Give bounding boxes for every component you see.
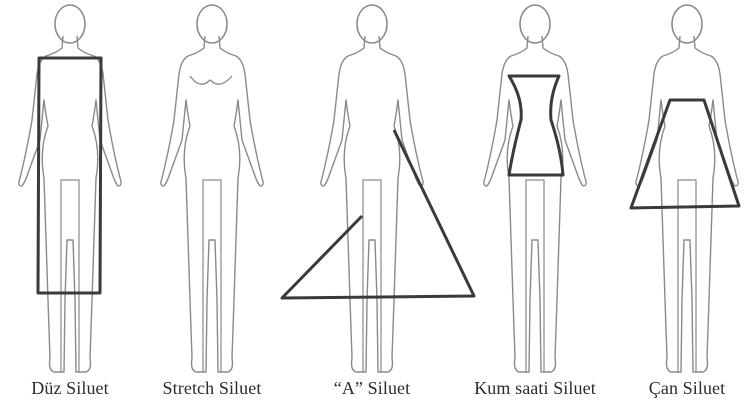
label-can-siluet: Çan Siluet — [649, 378, 726, 399]
mannequin-4 — [636, 5, 738, 372]
mannequin-body-right-2 — [372, 36, 423, 372]
mannequin-head-0 — [55, 5, 85, 43]
label-stretch-siluet: Stretch Siluet — [163, 378, 262, 399]
stretch-bust-line — [190, 76, 232, 84]
mannequin-body-left-3 — [484, 36, 535, 372]
mannequin-head-4 — [672, 5, 702, 43]
mannequin-body-left-1 — [161, 36, 212, 372]
mannequin-head-2 — [357, 5, 387, 43]
mannequin-2 — [321, 5, 423, 372]
silhouette-rectangle — [38, 58, 101, 293]
mannequin-1 — [161, 5, 263, 372]
mannequin-body-left-0 — [19, 36, 70, 372]
mannequin-0 — [19, 5, 121, 372]
label-kum-saati-siluet: Kum saati Siluet — [474, 378, 596, 399]
mannequin-body-left-2 — [321, 36, 372, 372]
label-a-siluet: “A” Siluet — [334, 378, 410, 399]
silhouette-hourglass — [509, 76, 563, 175]
label-duz-siluet: Düz Siluet — [31, 378, 109, 399]
silhouette-bell — [631, 100, 739, 208]
mannequin-body-right-1 — [212, 36, 263, 372]
mannequin-head-1 — [197, 5, 227, 43]
mannequin-head-3 — [520, 5, 550, 43]
mannequin-3 — [484, 5, 586, 372]
mannequin-body-left-4 — [636, 36, 687, 372]
mannequin-body-right-4 — [687, 36, 738, 372]
mannequin-body-right-0 — [70, 36, 121, 372]
silhouette-a-line — [282, 130, 474, 298]
mannequin-body-right-3 — [535, 36, 586, 372]
